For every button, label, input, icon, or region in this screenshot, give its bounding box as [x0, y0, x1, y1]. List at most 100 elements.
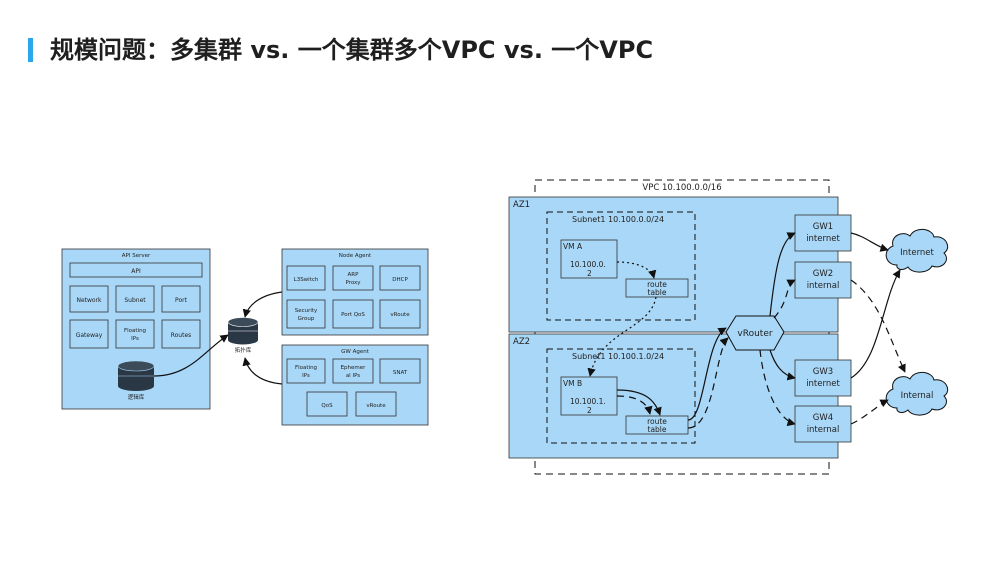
topology-db-label: 拓扑库: [235, 346, 252, 354]
az2-subnet: [546, 348, 696, 444]
vrouter-node: vRouter: [725, 315, 785, 351]
topology-db-icon: [227, 317, 259, 345]
svg-text:internet: internet: [806, 379, 840, 389]
svg-text:table: table: [648, 425, 667, 434]
svg-text:ARP: ARP: [348, 272, 360, 278]
gw1-to-internet: [850, 232, 889, 252]
logic-db-icon: [117, 360, 155, 391]
svg-text:Gateway: Gateway: [76, 332, 103, 339]
svg-text:2: 2: [587, 406, 592, 415]
svg-text:GW Agent: GW Agent: [341, 349, 370, 355]
rt2-to-vrouter-dashed: [687, 337, 729, 429]
svg-text:Floating: Floating: [124, 328, 146, 334]
svg-text:vRouter: vRouter: [737, 329, 772, 339]
svg-text:10.100.1.: 10.100.1.: [570, 397, 606, 406]
vrouter-to-gw1: [769, 232, 796, 317]
internal-cloud: Internal: [885, 371, 949, 416]
svg-text:2: 2: [587, 269, 592, 278]
svg-text:L3Switch: L3Switch: [294, 277, 319, 283]
internet-cloud: Internet: [885, 228, 949, 273]
svg-text:Security: Security: [295, 308, 318, 314]
api-item-routes: [161, 319, 201, 349]
svg-text:Network: Network: [76, 297, 102, 304]
vm-a: [560, 239, 618, 279]
svg-text:Ephemer: Ephemer: [341, 365, 367, 371]
logic-to-topo-arrow: [153, 334, 229, 377]
api-box: [69, 262, 203, 278]
svg-text:逻辑库: 逻辑库: [128, 393, 145, 401]
svg-text:Subnet1 10.100.0.0/24: Subnet1 10.100.0.0/24: [572, 215, 664, 224]
svg-text:Floating: Floating: [295, 365, 317, 371]
svg-text:SNAT: SNAT: [393, 370, 408, 376]
page-title: 规模问题：多集群 vs. 一个集群多个VPC vs. 一个VPC: [50, 36, 654, 64]
svg-text:internal: internal: [807, 425, 840, 435]
svg-text:IPs: IPs: [302, 373, 310, 379]
title-accent-bar: [28, 38, 33, 62]
svg-text:Group: Group: [298, 316, 315, 322]
svg-text:GW3: GW3: [813, 367, 833, 377]
api-item-gateway: [69, 319, 109, 349]
svg-text:GW2: GW2: [813, 269, 833, 279]
svg-text:Routes: Routes: [171, 332, 192, 339]
gw3-to-internet: [850, 269, 901, 379]
rt1-to-vmb-link: [587, 296, 657, 377]
svg-text:internet: internet: [806, 234, 840, 244]
vpc-label: VPC 10.100.0.0/16: [642, 183, 721, 193]
gw4-to-internal: [850, 399, 889, 425]
svg-text:API Server: API Server: [122, 253, 151, 259]
vmb-to-rt2-solid: [616, 389, 662, 416]
node-agent-panel: Node Agent L3Switch ARP Proxy DHCP Secur…: [281, 248, 429, 336]
svg-text:Subnet1 10.100.1.0/24: Subnet1 10.100.1.0/24: [572, 352, 664, 361]
svg-text:Internal: Internal: [901, 391, 934, 401]
svg-text:QoS: QoS: [321, 403, 333, 409]
route-table-az2: [625, 415, 689, 435]
svg-text:IPs: IPs: [131, 336, 139, 342]
vma-to-rt1-link: [616, 261, 657, 279]
svg-text:VM A: VM A: [563, 242, 583, 251]
vmb-to-rt2-dashed: [616, 395, 653, 415]
svg-text:al IPs: al IPs: [346, 373, 360, 379]
api-item-subnet: [115, 285, 155, 313]
svg-text:10.100.0.: 10.100.0.: [570, 260, 606, 269]
svg-text:GW1: GW1: [813, 222, 833, 232]
az2-zone: AZ2 Subnet1 10.100.1.0/24 VM B 10.100.1.…: [508, 333, 839, 459]
gw2-to-internal: [850, 279, 906, 373]
svg-text:Port: Port: [175, 297, 188, 304]
gw3-box: GW3 internet: [794, 359, 852, 397]
gw-agent-arrow: [242, 357, 283, 385]
vpc-boundary: [534, 179, 830, 475]
api-server-panel: API Server API Network Subnet Port Gatew…: [61, 248, 211, 410]
svg-text:vRoute: vRoute: [390, 312, 410, 318]
svg-text:route: route: [647, 280, 667, 289]
svg-text:AZ2: AZ2: [513, 337, 530, 347]
svg-text:Port QoS: Port QoS: [341, 312, 365, 318]
az1-zone: AZ1 Subnet1 10.100.0.0/24 VM A 10.100.0.…: [508, 196, 839, 333]
vrouter-to-gw4: [759, 349, 796, 427]
api-item-port: [161, 285, 201, 313]
node-agent-arrow: [242, 291, 283, 318]
svg-text:DHCP: DHCP: [392, 277, 408, 283]
svg-text:API: API: [131, 268, 141, 275]
svg-text:Internet: Internet: [900, 248, 934, 258]
svg-text:internal: internal: [807, 281, 840, 291]
gw1-box: GW1 internet: [794, 214, 852, 252]
svg-text:table: table: [648, 288, 667, 297]
vm-b: [560, 376, 618, 416]
vrouter-to-gw3: [769, 349, 796, 381]
api-item-floating-ips: [115, 319, 155, 349]
vrouter-to-gw2: [773, 279, 796, 319]
svg-text:Node Agent: Node Agent: [339, 253, 372, 259]
svg-text:Subnet: Subnet: [124, 297, 146, 304]
svg-text:AZ1: AZ1: [513, 200, 530, 210]
api-item-network: [69, 285, 109, 313]
az1-subnet: [546, 211, 696, 321]
svg-text:route: route: [647, 417, 667, 426]
svg-text:GW4: GW4: [813, 413, 833, 423]
gw4-box: GW4 internal: [794, 405, 852, 443]
svg-text:VM B: VM B: [563, 379, 582, 388]
gw-agent-panel: GW Agent Floating IPs Ephemer al IPs SNA…: [281, 344, 429, 426]
svg-text:Proxy: Proxy: [345, 280, 361, 286]
rt2-to-vrouter-solid: [687, 327, 727, 421]
svg-text:vRoute: vRoute: [366, 403, 386, 409]
